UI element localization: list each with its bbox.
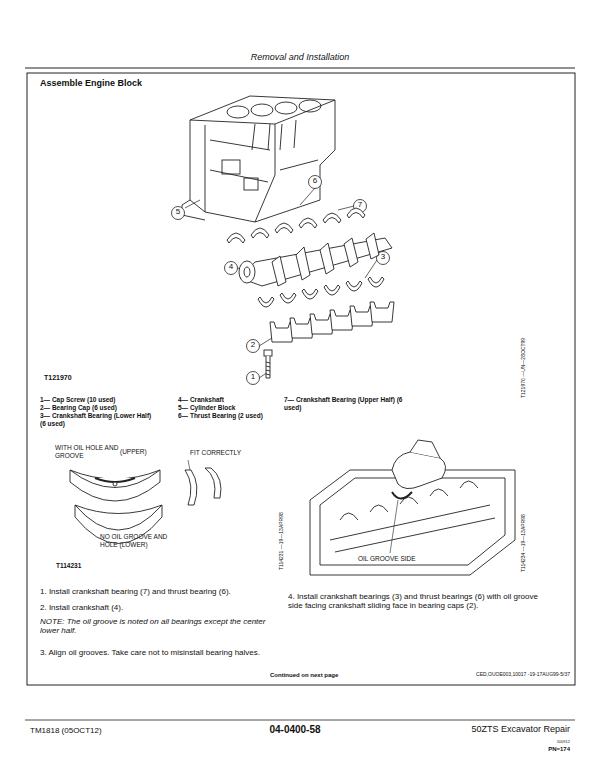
page-footer: 04-0400-58 — [240, 724, 350, 736]
procedure-step: NOTE: The oil groove is noted on all bea… — [40, 617, 280, 636]
page-footer: PN=174 — [510, 746, 570, 753]
part-legend-item: 4— Crankshaft — [178, 396, 278, 404]
figure-label: OIL GROOVE SIDE — [358, 555, 438, 563]
procedure-step: 2. Install crankshaft (4). — [40, 603, 280, 612]
figure-label: T121970 — [44, 374, 104, 382]
page-header: Removal and Installation — [200, 52, 400, 63]
callout-number: 3 — [377, 252, 389, 261]
procedure-step: 3. Align oil grooves. Take care not to m… — [40, 648, 280, 657]
figure-label: T114231 —19—13APR98 — [279, 480, 285, 570]
figure-label: NO OIL GROOVE AND HOLE (LOWER) — [100, 533, 180, 548]
figure-label: T114234 —19—13APR98 — [521, 482, 527, 572]
figure-label: CED,OUOE003,10017 -19-17AUG99-5/37 — [430, 672, 570, 678]
section-title: Assemble Engine Block — [40, 78, 240, 89]
page-footer: TM1818 (05OCT12) — [30, 726, 140, 735]
figure-label: (UPPER) — [120, 448, 160, 456]
callout-number: 5 — [172, 207, 184, 216]
page-footer: 100912 — [530, 740, 570, 745]
callout-number: 4 — [225, 262, 237, 271]
part-legend-item: 6— Thrust Bearing (2 used) — [178, 412, 278, 420]
figure-label: FIT CORRECTLY — [190, 449, 260, 457]
callout-number: 7 — [354, 200, 366, 209]
part-legend-item: 5— Cylinder Block — [178, 404, 278, 412]
part-legend-item: 1— Cap Screw (10 used) — [40, 396, 165, 404]
part-legend-item: 2— Bearing Cap (6 used) — [40, 404, 165, 412]
procedure-step: 4. Install crankshaft bearings (3) and t… — [288, 592, 538, 611]
procedure-step: 1. Install crankshaft bearing (7) and th… — [40, 587, 280, 596]
callout-number: 6 — [309, 176, 321, 185]
callout-number: 2 — [247, 340, 259, 349]
part-legend-item: 3— Crankshaft Bearing (Lower Half) (6 us… — [40, 412, 155, 427]
figure-label: WITH OIL HOLE AND GROOVE — [55, 444, 130, 459]
figure-label: T121970 —UN—28OCT99 — [521, 298, 527, 398]
figure-label: T114231 — [56, 562, 106, 570]
callout-number: 1 — [247, 372, 259, 381]
page-footer: 50ZTS Excavator Repair — [420, 724, 570, 735]
figure-label: Continued on next page — [270, 672, 380, 679]
part-legend-item: 7— Crankshaft Bearing (Upper Half) (6 us… — [284, 396, 404, 411]
